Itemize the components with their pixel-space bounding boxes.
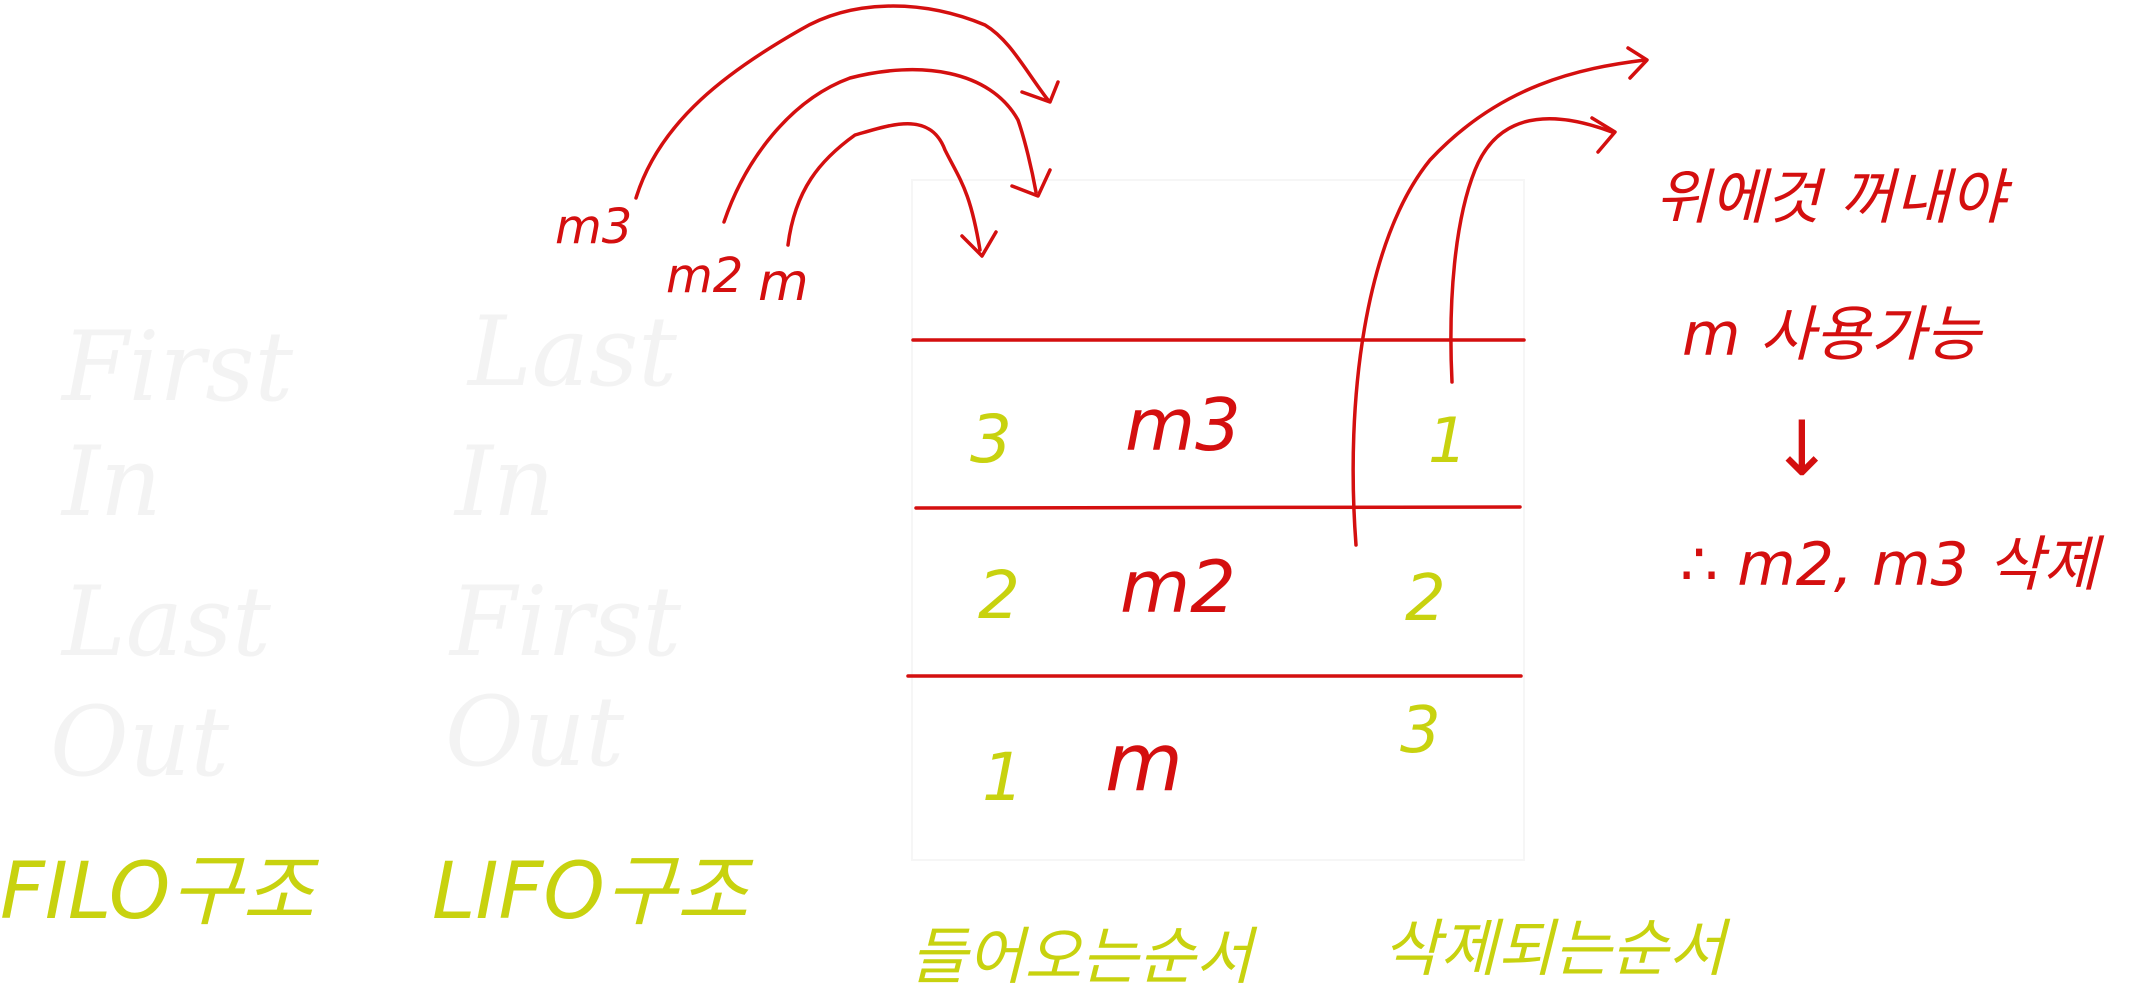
arrowhead bbox=[960, 230, 998, 258]
note-arrow: ↓ bbox=[1770, 404, 1834, 493]
arrowhead bbox=[1626, 46, 1649, 80]
delete-order-label: 삭제되는순서 bbox=[1383, 912, 1731, 985]
in-order-number: 2 bbox=[978, 557, 1020, 634]
ghost-word: Last bbox=[466, 296, 677, 408]
ghost-word: In bbox=[60, 426, 162, 538]
note-line-2: m 사용가능 bbox=[1682, 300, 1984, 370]
lifo-label: LIFO구조 bbox=[432, 847, 753, 937]
pushed-item-label: m2 bbox=[666, 248, 743, 304]
ghost-word: Out bbox=[445, 676, 625, 788]
arrowhead bbox=[1590, 116, 1617, 154]
push-arrows bbox=[634, 4, 1060, 258]
arrowhead bbox=[1020, 80, 1060, 104]
delete-order-number: 2 bbox=[1405, 562, 1446, 636]
in-order-number: 3 bbox=[970, 401, 1012, 478]
ghost-word: Out bbox=[50, 686, 230, 798]
note-line-3: ∴ m2, m3 삭제 bbox=[1680, 530, 2105, 600]
filo-label: FILO구조 bbox=[0, 847, 319, 937]
pop-arrow-outer bbox=[1351, 58, 1647, 547]
ghost-word: In bbox=[453, 426, 555, 538]
ghost-word: Last bbox=[60, 566, 271, 678]
stack-row: 1 m 3 bbox=[982, 694, 1441, 816]
delete-order-number: 1 bbox=[1428, 404, 1467, 477]
push-arrow-m2 bbox=[722, 68, 1038, 224]
stack-box bbox=[911, 179, 1525, 861]
stack-row: 3 m3 1 bbox=[970, 383, 1467, 478]
pop-arrows bbox=[1351, 46, 1649, 547]
pushed-item-label: m3 bbox=[555, 199, 632, 255]
stack-row: 2 m2 2 bbox=[978, 545, 1446, 636]
enter-order-label: 들어오는순서 bbox=[910, 920, 1258, 993]
stack-item: m bbox=[1105, 716, 1183, 809]
pushed-items: m3 m2 m bbox=[555, 199, 809, 313]
push-arrow-m bbox=[786, 122, 982, 252]
ghost-words-filo: First In Last Out bbox=[50, 311, 293, 798]
in-order-number: 1 bbox=[982, 739, 1024, 816]
ghost-word: First bbox=[60, 311, 293, 423]
ghost-word: First bbox=[448, 566, 681, 678]
pop-arrow-inner bbox=[1449, 117, 1614, 384]
arrowhead bbox=[1010, 168, 1052, 198]
stack-item: m3 bbox=[1125, 383, 1241, 467]
pushed-item-label: m bbox=[758, 253, 809, 313]
stack-divider bbox=[914, 505, 1522, 510]
ghost-words-lifo: Last In First Out bbox=[445, 296, 681, 788]
push-arrow-m3 bbox=[634, 4, 1050, 200]
stack-lines bbox=[906, 338, 1526, 678]
note-line-1: 위에것 꺼내야 bbox=[1655, 163, 2013, 233]
delete-order-number: 3 bbox=[1400, 694, 1441, 768]
stack-item: m2 bbox=[1120, 545, 1236, 629]
